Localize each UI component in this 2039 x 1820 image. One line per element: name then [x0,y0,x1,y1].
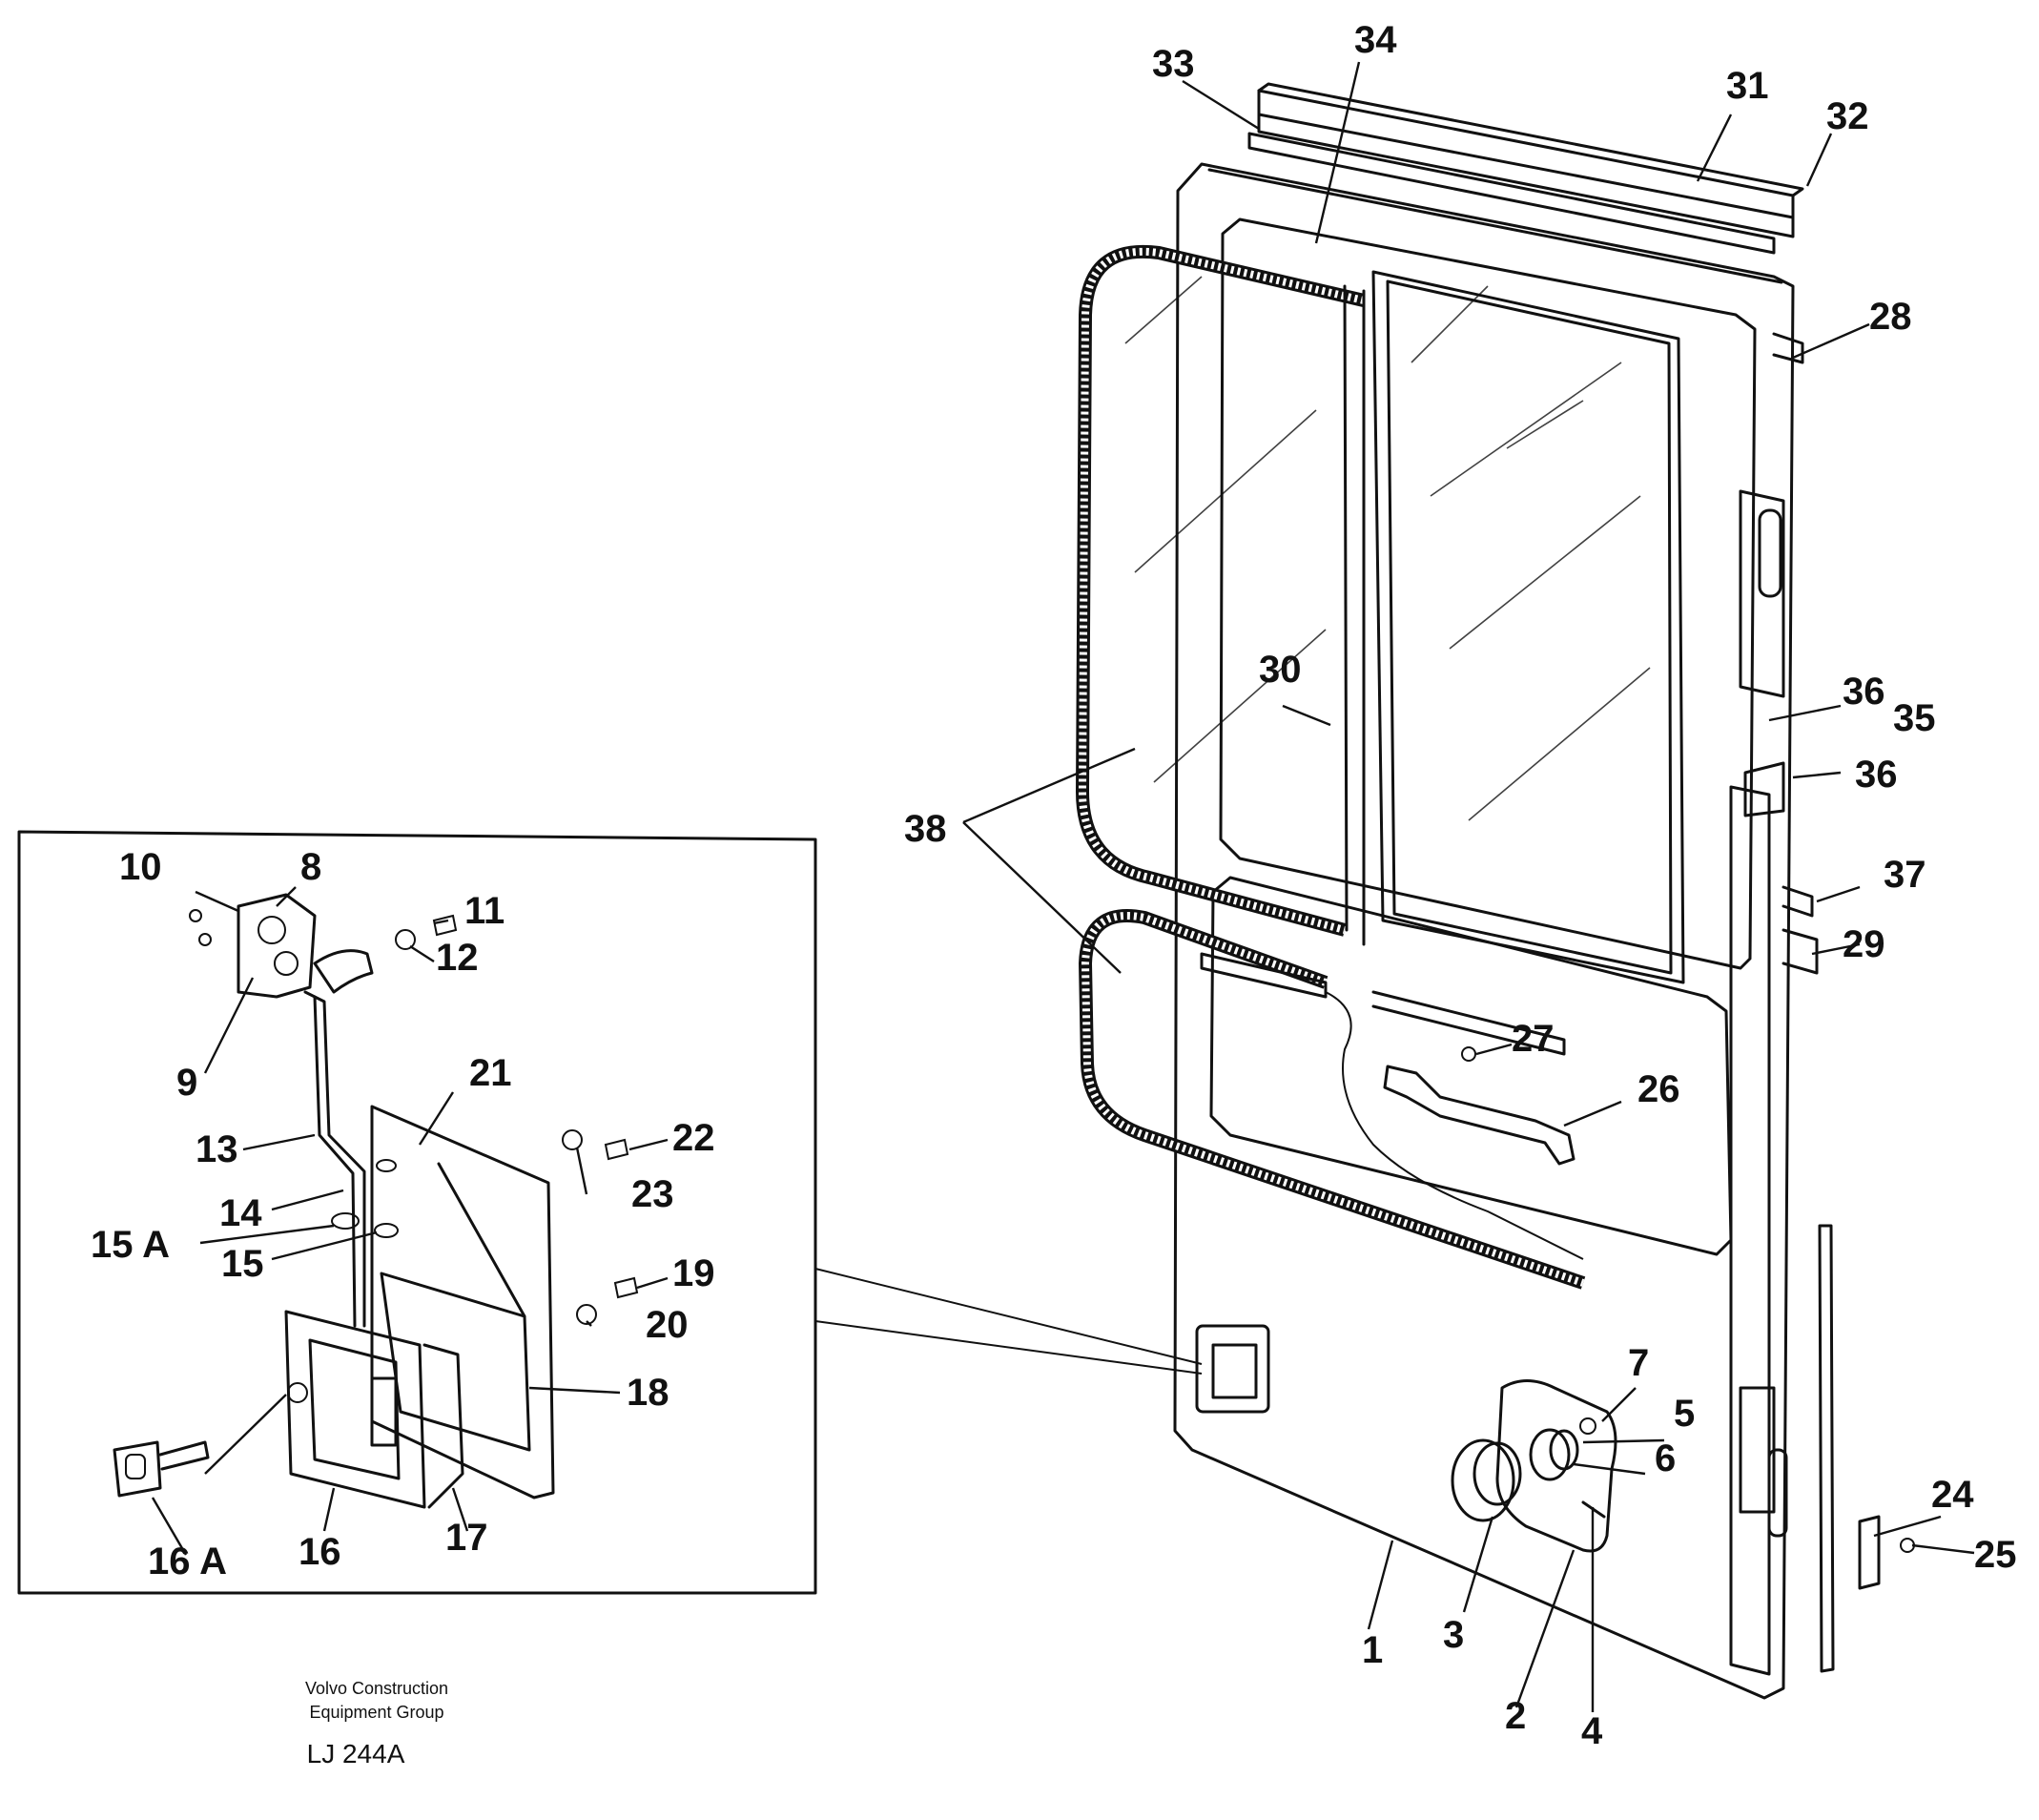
label-part-16a: 16 A [148,1541,227,1582]
label-part-29: 29 [1843,923,1885,965]
label-part-18: 18 [627,1372,669,1414]
leader-lines [151,61,1975,1712]
label-part-8: 8 [300,846,321,888]
fixed-glass-seal [1076,244,1366,946]
label-part-2: 2 [1505,1695,1526,1737]
label-part-3: 3 [1443,1614,1464,1656]
label-part-28: 28 [1869,296,1912,338]
label-part-32: 32 [1826,95,1869,137]
label-part-16: 16 [299,1531,341,1573]
label-part-7: 7 [1628,1342,1649,1384]
label-part-12: 12 [436,937,479,979]
label-part-10: 10 [119,846,162,888]
door-panel [1173,162,1795,1700]
label-part-34: 34 [1354,19,1397,61]
label-part-37: 37 [1884,854,1926,896]
lower-glass-seal [1079,909,1586,1290]
label-part-14: 14 [219,1192,262,1234]
company-line-1: Volvo Construction [305,1679,448,1698]
label-part-15: 15 [221,1243,264,1285]
label-part-4: 4 [1581,1710,1603,1752]
inner-handle [1383,1046,1576,1166]
label-part-9: 9 [176,1062,197,1104]
label-part-1: 1 [1362,1629,1383,1671]
label-part-23: 23 [631,1173,674,1215]
drawing-code: LJ 244A [307,1739,405,1768]
footer: Volvo Construction Equipment Group LJ 24… [305,1679,448,1768]
door-outer-handle [1195,1324,1270,1414]
label-part-25: 25 [1974,1534,2017,1576]
label-part-30: 30 [1259,649,1302,691]
label-part-19: 19 [672,1252,715,1294]
label-part-20: 20 [646,1304,689,1346]
label-part-27: 27 [1512,1018,1555,1060]
company-line-2: Equipment Group [309,1703,443,1722]
label-part-24: 24 [1931,1474,1974,1516]
label-part-36a: 36 [1843,671,1885,713]
label-part-13: 13 [196,1128,238,1170]
label-part-15a: 15 A [91,1224,170,1266]
label-part-26: 26 [1637,1068,1680,1110]
label-part-21: 21 [469,1052,512,1094]
label-part-6: 6 [1655,1437,1676,1479]
label-part-33: 33 [1152,43,1195,85]
sliding-glass [1371,270,1685,984]
label-part-17: 17 [445,1517,488,1559]
top-rail [1247,82,1804,255]
label-part-22: 22 [672,1117,715,1159]
label-part-31: 31 [1726,65,1769,107]
seal-strip [1818,1224,1915,1673]
inset-detail [17,830,1203,1595]
knob-assembly [1451,1379,1617,1553]
label-part-35: 35 [1893,697,1936,739]
label-part-36b: 36 [1855,754,1898,796]
part-labels: 1 2 3 4 5 6 7 8 9 10 11 12 13 14 15 15 A… [91,19,2017,1752]
label-part-5: 5 [1674,1393,1695,1435]
side-rail [1729,332,1819,1676]
label-part-38: 38 [904,808,947,850]
label-part-11: 11 [464,890,505,932]
